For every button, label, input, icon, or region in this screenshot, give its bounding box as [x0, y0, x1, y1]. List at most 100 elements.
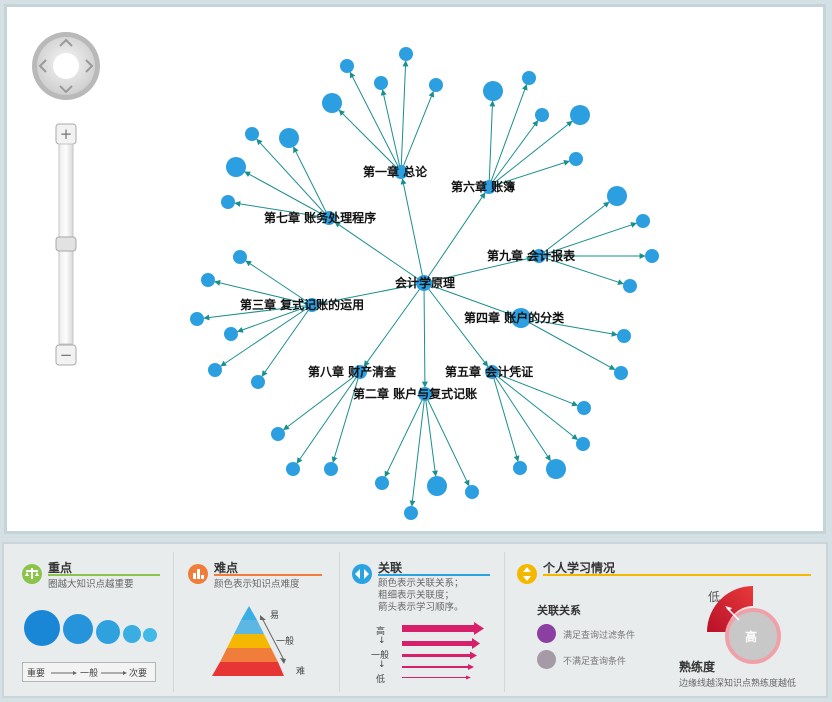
topic-node[interactable]	[522, 71, 536, 85]
edge-chapter-topic	[491, 371, 551, 462]
legend-bar: 重点 圈越大知识点越重要 重要 一般 次要 难点 颜色表示知识点难度	[2, 542, 828, 698]
bar-chart-icon	[188, 564, 208, 584]
zoom-slider-thumb[interactable]	[55, 236, 77, 252]
topic-node[interactable]	[546, 459, 566, 479]
difficulty-underline	[214, 574, 322, 576]
edge-root-chapter	[400, 178, 425, 284]
edge-root-chapter	[423, 255, 533, 284]
edge-chapter-topic	[424, 393, 438, 477]
edge-chapter-topic	[214, 279, 313, 306]
topic-node[interactable]	[570, 105, 590, 125]
importance-desc: 圈越大知识点越重要	[48, 579, 134, 590]
edge-chapter-topic	[349, 71, 402, 173]
zoom-out-icon[interactable]: −	[60, 346, 73, 364]
root-node[interactable]	[416, 275, 432, 291]
zoom-out-button[interactable]	[55, 344, 77, 366]
nomatch-dot	[537, 650, 556, 669]
topic-node[interactable]	[286, 462, 300, 476]
legend-relation: 关联 颜色表示关联关系； 粗细表示关联度； 箭头表示学习顺序。 高 ↓ 一般 ↓…	[340, 544, 504, 696]
difficulty-pyramid	[212, 606, 286, 676]
topic-node[interactable]	[279, 128, 299, 148]
topic-node[interactable]	[427, 476, 447, 496]
topic-node[interactable]	[577, 401, 591, 415]
edge-chapter-topic	[409, 393, 426, 507]
edge-chapter-topic	[488, 120, 573, 188]
topic-node[interactable]	[513, 461, 527, 475]
topic-node[interactable]	[404, 506, 418, 520]
chapter-node[interactable]	[511, 308, 531, 328]
topic-node[interactable]	[224, 327, 238, 341]
edge-chapter-topic	[380, 89, 402, 173]
topic-node[interactable]	[483, 81, 503, 101]
pan-control[interactable]	[32, 32, 100, 100]
topic-node[interactable]	[607, 186, 627, 206]
pan-arrows-icon[interactable]	[38, 38, 94, 94]
topic-node[interactable]	[190, 312, 204, 326]
importance-scale: 重要 一般 次要	[22, 662, 156, 682]
topic-node[interactable]	[271, 427, 285, 441]
topic-node[interactable]	[576, 437, 590, 451]
chapter-node[interactable]	[305, 298, 319, 312]
chapter-node[interactable]	[485, 365, 499, 379]
chapter-node[interactable]	[353, 365, 367, 379]
topic-node[interactable]	[374, 76, 388, 90]
topic-node[interactable]	[221, 195, 235, 209]
chapter-node[interactable]	[532, 249, 546, 263]
edge-chapter-topic	[237, 304, 313, 333]
edges-layer	[203, 60, 646, 507]
topic-node[interactable]	[226, 157, 246, 177]
root-label: 会计学原理	[395, 275, 455, 290]
topic-node[interactable]	[340, 59, 354, 73]
chapter-label: 第二章 账户与复式记账	[353, 386, 477, 401]
topic-node[interactable]	[429, 78, 443, 92]
chapter-node[interactable]	[482, 180, 496, 194]
topic-node[interactable]	[569, 152, 583, 166]
topic-node[interactable]	[324, 462, 338, 476]
zoom-control[interactable]: + −	[55, 123, 77, 366]
topic-node[interactable]	[201, 273, 215, 287]
edge-chapter-topic	[400, 90, 435, 173]
topic-node[interactable]	[623, 279, 637, 293]
relation-underline	[378, 574, 490, 576]
chapter-node[interactable]	[394, 165, 408, 179]
edge-chapter-topic	[520, 317, 618, 337]
edge-root-chapter	[363, 282, 425, 367]
knowledge-graph-panel[interactable]: 会计学原理第一章 总论第六章 账簿第七章 账务处理程序第九章 会计报表第三章 复…	[4, 4, 826, 534]
topic-node[interactable]	[645, 249, 659, 263]
legend-difficulty: 难点 颜色表示知识点难度 易 一般 难	[174, 544, 338, 696]
topic-node[interactable]	[465, 485, 479, 499]
relation-medium: 一般	[371, 651, 390, 661]
nomatch-label: 不满足查询条件	[563, 657, 627, 667]
difficulty-title: 难点	[214, 561, 239, 575]
topic-node[interactable]	[245, 127, 259, 141]
relation-arrow-down-2: ↓	[378, 660, 386, 670]
relation-title: 关联	[378, 561, 403, 575]
topic-node[interactable]	[233, 250, 247, 264]
topic-node[interactable]	[251, 375, 265, 389]
zoom-in-icon[interactable]: +	[60, 125, 73, 143]
topic-node[interactable]	[535, 108, 549, 122]
topic-node[interactable]	[614, 366, 628, 380]
chapter-node[interactable]	[322, 211, 336, 225]
topic-node[interactable]	[375, 476, 389, 490]
edge-root-chapter	[421, 282, 428, 388]
difficulty-medium: 一般	[276, 637, 295, 647]
divider-2	[339, 552, 340, 692]
edge-root-chapter	[423, 282, 513, 316]
edge-chapter-topic	[245, 260, 313, 306]
edge-chapter-topic	[283, 371, 361, 431]
edge-chapter-topic	[488, 100, 496, 188]
edge-root-chapter	[318, 282, 425, 306]
chapter-node[interactable]	[418, 387, 432, 401]
scale-icon	[22, 564, 42, 584]
legend-importance: 重点 圈越大知识点越重要 重要 一般 次要	[4, 544, 172, 696]
topic-node[interactable]	[399, 47, 413, 61]
topic-node[interactable]	[322, 93, 342, 113]
topic-node[interactable]	[617, 329, 631, 343]
proficiency-gauge	[707, 586, 781, 664]
topic-node[interactable]	[208, 363, 222, 377]
edge-root-chapter	[423, 192, 486, 284]
edge-chapter-topic	[296, 371, 361, 464]
topic-node[interactable]	[636, 214, 650, 228]
